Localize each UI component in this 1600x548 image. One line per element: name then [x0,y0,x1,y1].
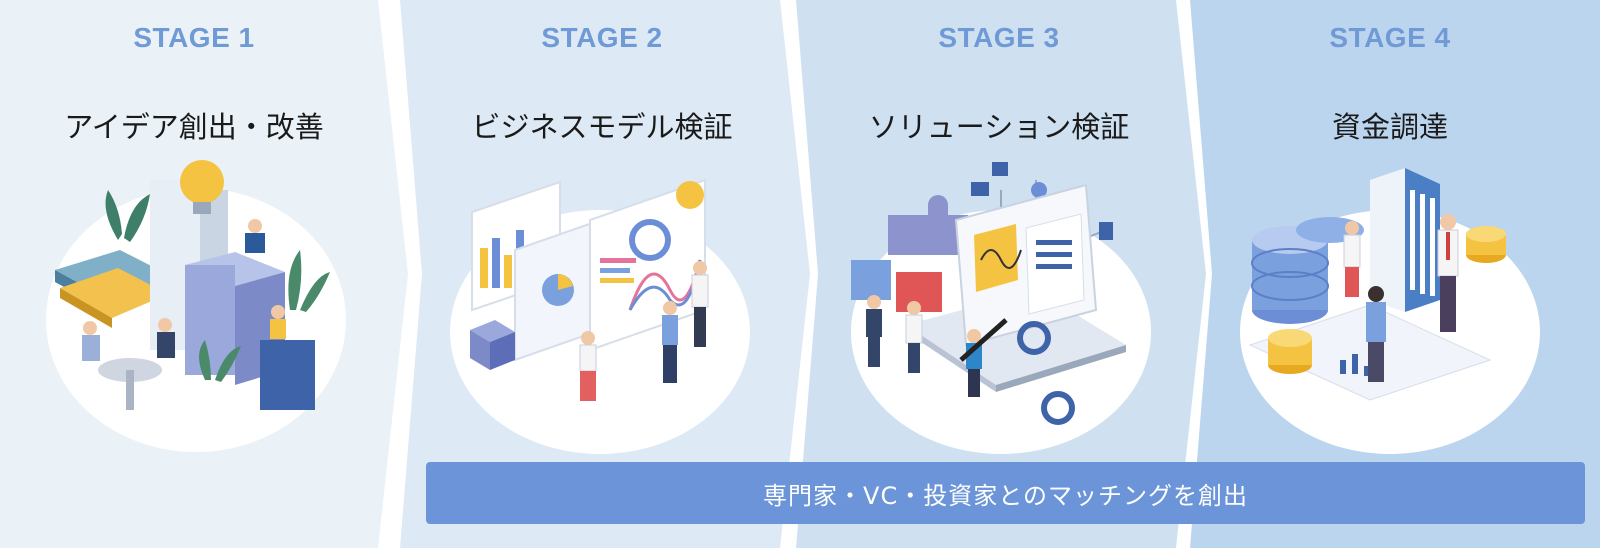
idea-lightbulb-team-icon [46,160,346,452]
stage-2-title: ビジネスモデル検証 [471,110,733,144]
matching-banner: 専門家・VC・投資家とのマッチングを創出 [426,462,1585,524]
stage-3-panel: STAGE 3 ソリューション検証 [796,0,1206,548]
stage-4-title: 資金調達 [1331,110,1448,144]
stage-4-panel: STAGE 4 資金調達 [1190,0,1600,548]
stage-3-label: STAGE 3 [938,22,1060,53]
stage-1-label: STAGE 1 [133,22,255,53]
puzzle-laptop-solution-icon [851,162,1151,454]
coins-building-funding-icon [1240,168,1540,454]
matching-banner-text: 専門家・VC・投資家とのマッチングを創出 [763,481,1248,510]
stage-1-title: アイデア創出・改善 [64,110,324,144]
analytics-dashboard-icon [450,178,750,454]
stage-4-label: STAGE 4 [1329,22,1451,53]
stage-3-title: ソリューション検証 [868,110,1130,144]
stage-2-label: STAGE 2 [541,22,663,53]
stage-2-panel: STAGE 2 ビジネスモデル検証 [400,0,810,548]
stage-1-panel: STAGE 1 アイデア創出・改善 [0,0,410,548]
